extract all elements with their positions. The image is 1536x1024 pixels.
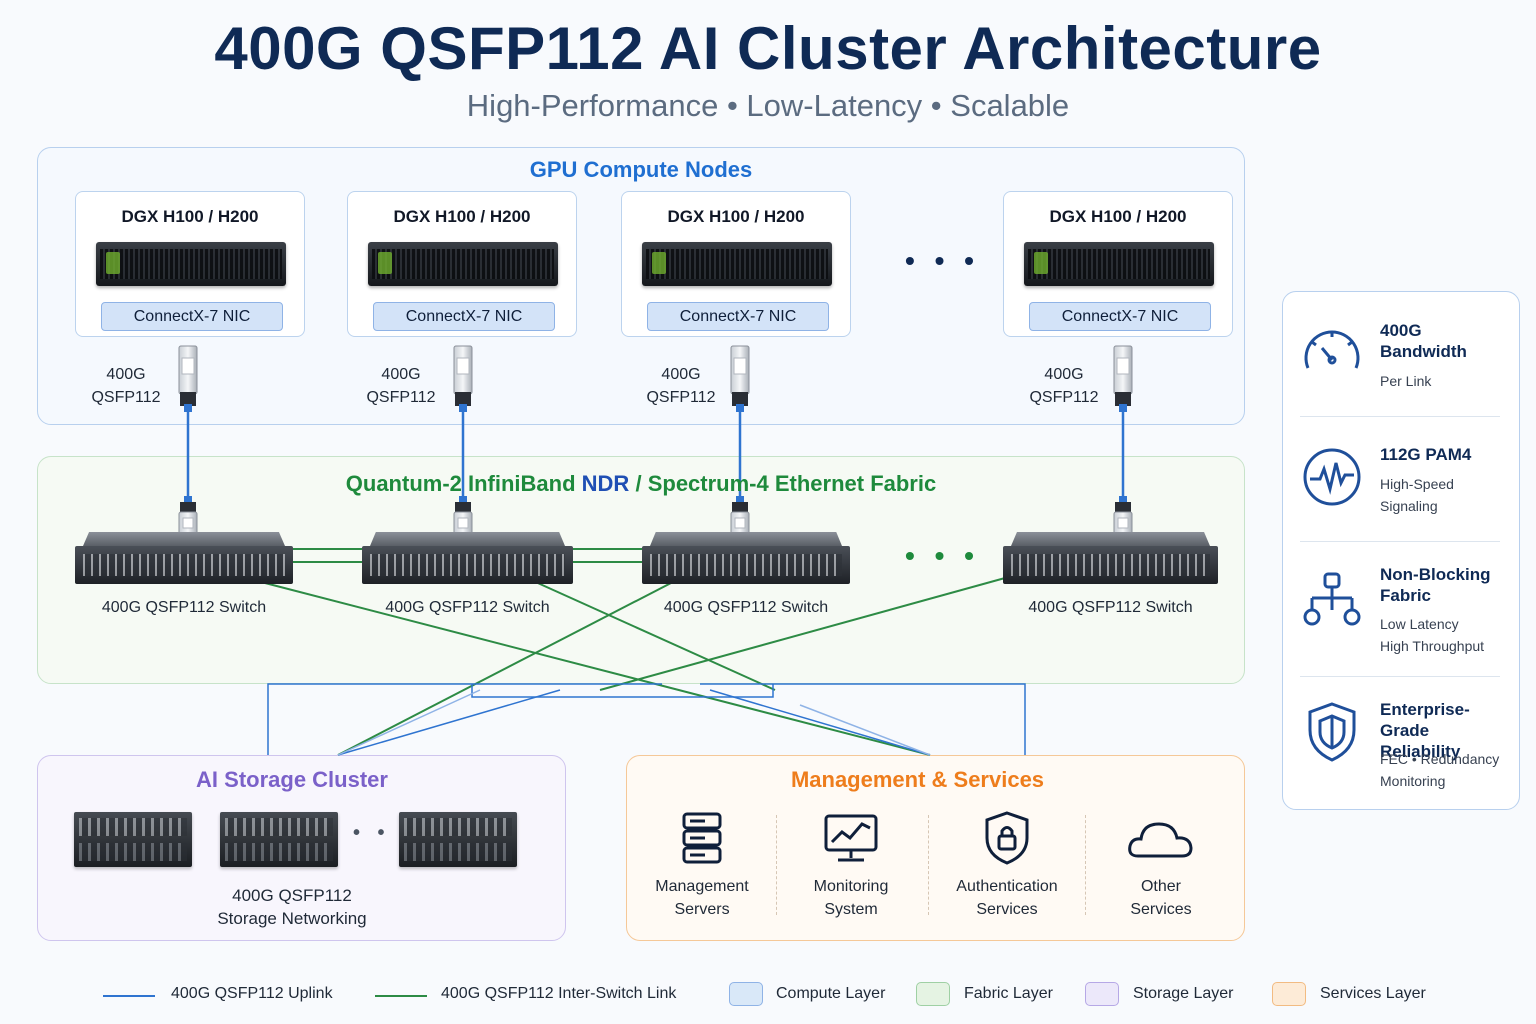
legend-services: Services Layer bbox=[1320, 985, 1426, 1002]
feature-divider bbox=[1300, 541, 1500, 542]
shield-icon bbox=[1308, 702, 1356, 762]
services-title: Management & Services bbox=[790, 767, 1045, 792]
server-stack-icon[interactable] bbox=[627, 810, 777, 871]
fabric-switch-4[interactable] bbox=[1003, 532, 1218, 584]
cloud-icon[interactable] bbox=[1086, 810, 1236, 871]
fabric-title: Quantum-2 InfiniBand NDR / Spectrum-4 Et… bbox=[345, 471, 937, 496]
switch-label: 400G QSFP112 Switch bbox=[663, 599, 829, 616]
node-title: DGX H100 / H200 bbox=[1049, 207, 1187, 226]
legend-interswitch: 400G QSFP112 Inter-Switch Link bbox=[441, 985, 677, 1002]
page-title: 400G QSFP112 AI Cluster Architecture bbox=[214, 15, 1322, 82]
shield-lock-icon[interactable] bbox=[932, 810, 1082, 871]
legend-services-swatch bbox=[1272, 982, 1306, 1006]
service-divider bbox=[776, 815, 777, 915]
storage-array-icon[interactable] bbox=[74, 812, 192, 867]
dgx-server-icon bbox=[1024, 242, 1214, 286]
features-panel bbox=[1282, 291, 1520, 810]
fabric-switch-3[interactable] bbox=[642, 532, 850, 584]
legend-compute: Compute Layer bbox=[776, 985, 886, 1002]
fabric-switch-2[interactable] bbox=[362, 532, 573, 584]
page-subtitle: High-Performance • Low-Latency • Scalabl… bbox=[466, 88, 1070, 123]
switch-label: 400G QSFP112 Switch bbox=[385, 599, 550, 616]
storage-label: 400G QSFP112 Storage Networking bbox=[217, 886, 367, 928]
legend-uplink-line bbox=[103, 995, 155, 997]
storage-title: AI Storage Cluster bbox=[196, 767, 388, 792]
nic-label: ConnectX-7 NIC bbox=[647, 302, 829, 331]
legend-interswitch-line bbox=[375, 995, 427, 997]
dgx-server-icon bbox=[642, 242, 832, 286]
legend-fabric: Fabric Layer bbox=[964, 985, 1053, 1002]
legend-uplink: 400G QSFP112 Uplink bbox=[171, 985, 333, 1002]
feature-subtitle: Per Link bbox=[1380, 373, 1432, 389]
gpu-node-1[interactable]: DGX H100 / H200 ConnectX-7 NIC bbox=[75, 191, 305, 337]
legend-storage: Storage Layer bbox=[1133, 985, 1234, 1002]
service-divider bbox=[928, 815, 929, 915]
switch-label: 400G QSFP112 Switch bbox=[1028, 599, 1193, 616]
storage-array-icon[interactable] bbox=[399, 812, 517, 867]
feature-title: 112G PAM4 bbox=[1380, 445, 1472, 464]
legend-fabric-swatch bbox=[916, 982, 950, 1006]
switch-label: 400G QSFP112 Switch bbox=[101, 599, 267, 616]
nic-label: ConnectX-7 NIC bbox=[373, 302, 555, 331]
gpu-node-3[interactable]: DGX H100 / H200 ConnectX-7 NIC bbox=[621, 191, 851, 337]
nic-label: ConnectX-7 NIC bbox=[1029, 302, 1211, 331]
feature-divider bbox=[1300, 676, 1500, 677]
storage-array-icon[interactable] bbox=[220, 812, 338, 867]
node-title: DGX H100 / H200 bbox=[393, 207, 531, 226]
gpu-node-4[interactable]: DGX H100 / H200 ConnectX-7 NIC bbox=[1003, 191, 1233, 337]
storage-ellipsis: • • • bbox=[353, 822, 416, 844]
node-title: DGX H100 / H200 bbox=[667, 207, 805, 226]
compute-ellipsis: • • • bbox=[905, 245, 980, 276]
feature-divider bbox=[1300, 416, 1500, 417]
dgx-server-icon bbox=[96, 242, 286, 286]
network-tree-icon bbox=[1303, 572, 1361, 626]
compute-title: GPU Compute Nodes bbox=[529, 157, 753, 182]
gpu-node-2[interactable]: DGX H100 / H200 ConnectX-7 NIC bbox=[347, 191, 577, 337]
service-divider bbox=[1085, 815, 1086, 915]
fabric-switch-1[interactable] bbox=[75, 532, 293, 584]
waveform-icon bbox=[1303, 448, 1361, 506]
speedometer-icon bbox=[1304, 330, 1360, 369]
dgx-server-icon bbox=[368, 242, 558, 286]
node-title: DGX H100 / H200 bbox=[121, 207, 259, 226]
legend-compute-swatch bbox=[729, 982, 763, 1006]
monitor-chart-icon[interactable] bbox=[776, 810, 926, 871]
fabric-ellipsis: • • • bbox=[905, 540, 980, 571]
nic-label: ConnectX-7 NIC bbox=[101, 302, 283, 331]
legend-storage-swatch bbox=[1085, 982, 1119, 1006]
services-layer-panel bbox=[626, 755, 1245, 941]
